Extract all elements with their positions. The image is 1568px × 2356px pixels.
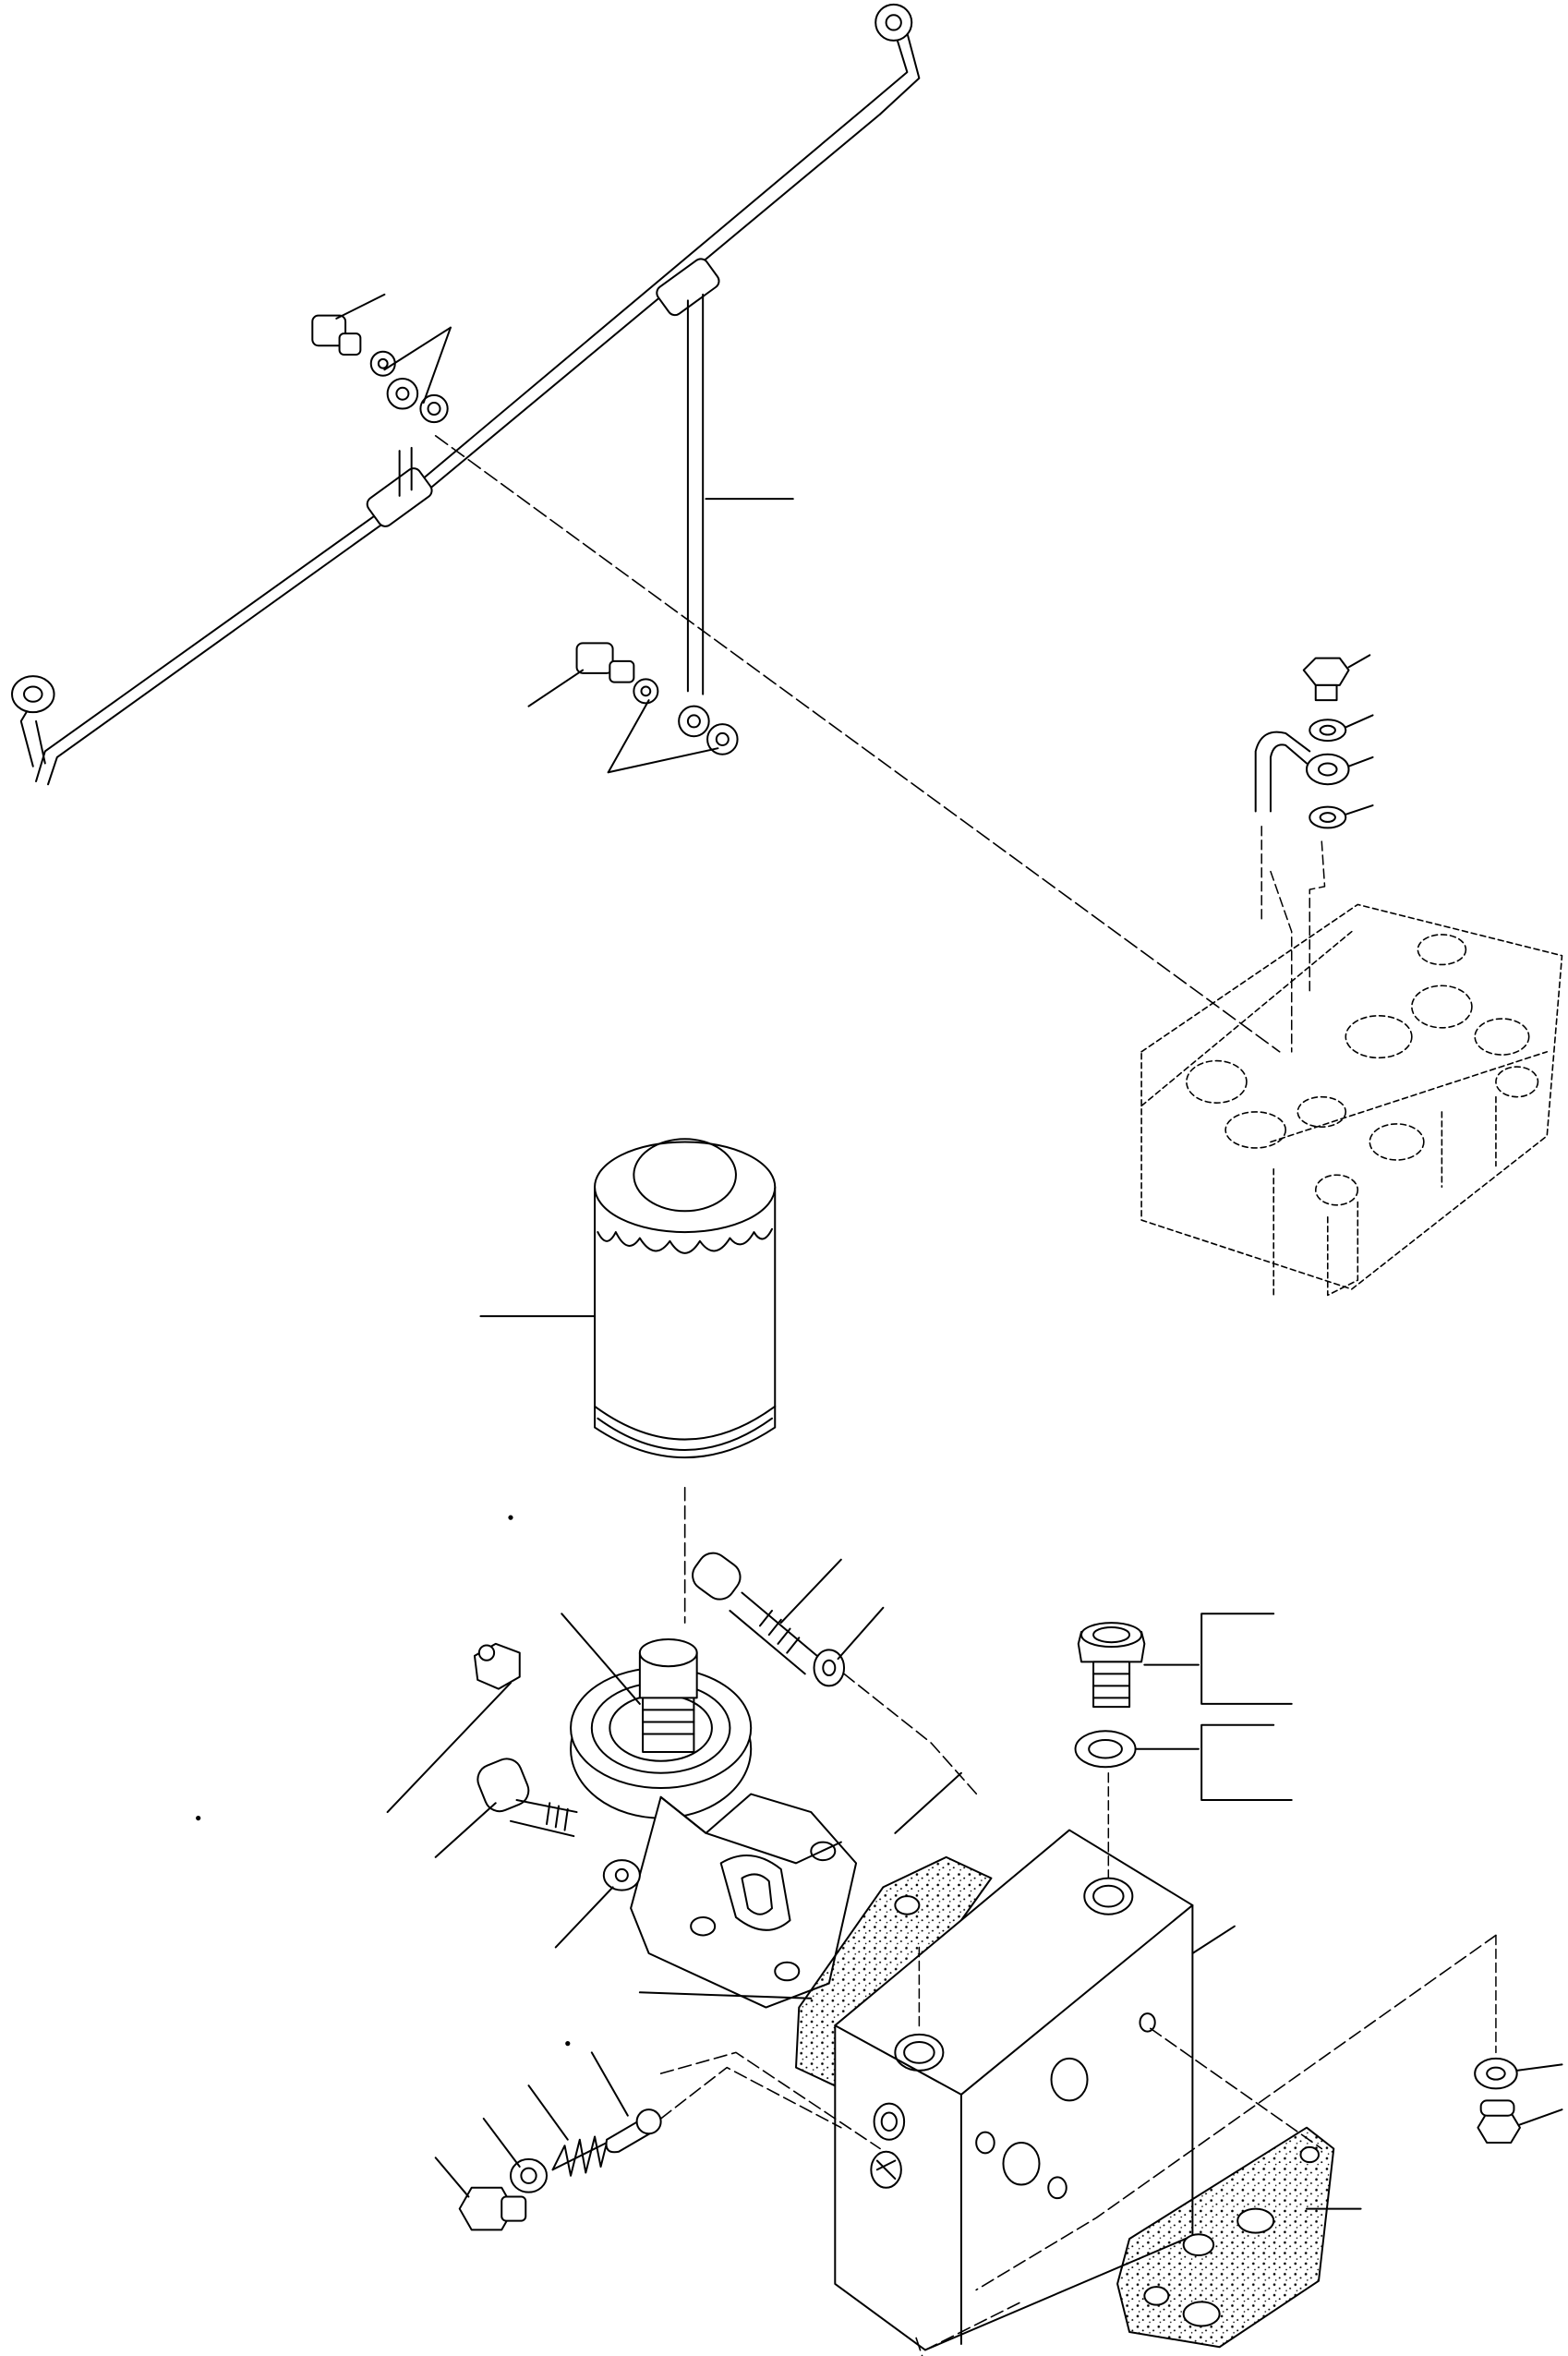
oil-cooler-housing [661,1773,1496,2356]
relief-valve-plug [436,2157,526,2229]
filter-head-bracket [561,1613,856,2007]
relief-valve-plunger [592,2052,841,2152]
relief-valve-washer [484,2119,547,2193]
pipe-routing-centreline [436,436,1280,1052]
housing-gasket [1117,2128,1360,2348]
sender-switch [388,1644,520,1812]
print-speck [197,1817,199,1819]
drain-plug-with-washer [1076,1613,1292,1800]
bracket-bolt [436,1754,577,1856]
bracket-washer [556,1860,640,1947]
cylinder-head-banjo-fitting [1256,655,1373,1052]
relief-valve-spring [529,2085,608,2176]
oil-feed-pipe-assembly [12,5,919,784]
print-speck [566,2042,569,2045]
filter-head-bolt [687,1547,980,1797]
banjo-bolt-lower [529,643,658,706]
oil-filter-cartridge [480,1139,775,1623]
print-speck [509,1516,512,1519]
cylinder-head-phantom [1141,904,1562,1298]
sealing-washers [384,328,718,773]
pipe-branch-tube [679,295,793,755]
banjo-bolt-upper [312,295,394,376]
side-plug-with-washer [1475,2059,1562,2143]
